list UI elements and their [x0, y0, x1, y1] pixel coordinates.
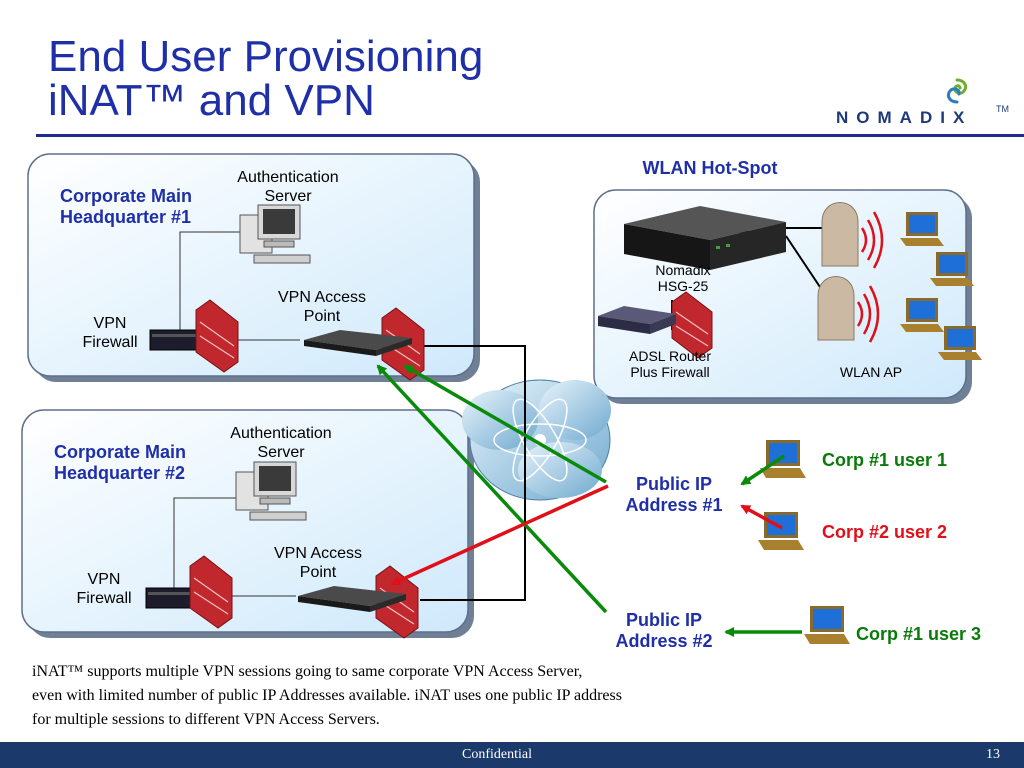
- wlan-ap-label: WLAN AP: [839, 364, 903, 380]
- firewall-wall-5-icon: [671, 291, 713, 359]
- nomadix-swirl-icon: [946, 78, 968, 104]
- hotspot-laptop-2-icon: [930, 252, 974, 286]
- network-diagram: [21, 153, 982, 644]
- hq2-vpn-firewall-label: VPN Firewall: [76, 571, 132, 607]
- hq2-box: [21, 409, 474, 638]
- corp1-user3-label: Corp #1 user 3: [856, 624, 982, 644]
- hq1-box: [27, 153, 480, 382]
- hq1-auth-server-label: Authentication Server: [237, 169, 339, 205]
- hq2-auth-server-label: Authentication Server: [230, 425, 332, 461]
- corp2-user2-laptop-icon: [758, 512, 804, 550]
- wlan-ap-1-icon: [821, 202, 884, 269]
- corp1-user1-laptop-icon: [760, 440, 806, 478]
- hotspot-title: WLAN Hot-Spot: [642, 158, 778, 178]
- vpn-access-point-2-icon: [298, 586, 406, 612]
- hq1-vpn-firewall-label: VPN Firewall: [82, 315, 138, 351]
- adsl-router-icon: [598, 306, 676, 334]
- corp2-user2-label: Corp #2 user 2: [822, 522, 948, 542]
- hq1-vpn-access-point-label: VPN Access Point: [277, 289, 367, 325]
- firewall-wall-1-icon: [195, 299, 239, 373]
- public-ip-1-label: Public IP Address #1: [625, 474, 723, 515]
- logo-wordmark: NOMADIX: [836, 108, 973, 127]
- page-title-line-1: End User Provisioning: [48, 32, 484, 81]
- internet-cloud-icon: [462, 379, 611, 501]
- green-vpn-arrows: [376, 364, 802, 637]
- vpn-firewall-1-icon: [149, 329, 199, 351]
- hsg25-label: Nomadix HSG-25: [655, 262, 711, 294]
- auth-server-1-icon: [239, 204, 311, 264]
- corp1-user1-label: Corp #1 user 1: [822, 450, 948, 470]
- public-ip-2-label: Public IP Address #2: [615, 610, 713, 651]
- lan-links: [173, 231, 300, 597]
- slide-caption: iNAT™ supports multiple VPN sessions goi…: [32, 660, 792, 732]
- footer-confidential: Confidential: [462, 747, 532, 762]
- hq2-vpn-access-point-label: VPN Access Point: [273, 545, 363, 581]
- title-divider: [36, 134, 1024, 137]
- hq2-name: Corporate Main Headquarter #2: [54, 442, 187, 483]
- slide-footer: Confidential 13: [0, 742, 1024, 768]
- vpn-firewall-2-icon: [145, 587, 195, 609]
- firewall-wall-3-icon: [189, 555, 233, 629]
- caption-line-1: iNAT™ supports multiple VPN sessions goi…: [32, 663, 583, 680]
- hotspot-laptop-3-icon: [900, 298, 944, 332]
- page-number: 13: [986, 747, 1000, 762]
- logo-trademark: TM: [996, 104, 1009, 114]
- hq1-name: Corporate Main Headquarter #1: [60, 186, 193, 227]
- adsl-router-label: ADSL Router Plus Firewall: [629, 348, 711, 380]
- red-vpn-arrows: [390, 484, 783, 586]
- caption-line-2: even with limited number of public IP Ad…: [32, 687, 622, 704]
- caption-line-3: for multiple sessions to different VPN A…: [32, 711, 380, 728]
- hotspot-laptop-4-icon: [938, 326, 982, 360]
- hotspot-laptop-1-icon: [900, 212, 944, 246]
- auth-server-2-icon: [235, 461, 307, 521]
- corp1-user3-laptop-icon: [804, 606, 850, 644]
- vpn-access-point-1-icon: [304, 330, 412, 356]
- nomadix-logo: NOMADIX TM: [836, 76, 1009, 132]
- nomadix-hsg25-icon: [624, 206, 786, 270]
- page-title-line-2: iNAT™ and VPN: [48, 76, 375, 125]
- wlan-ap-2-icon: [817, 276, 880, 343]
